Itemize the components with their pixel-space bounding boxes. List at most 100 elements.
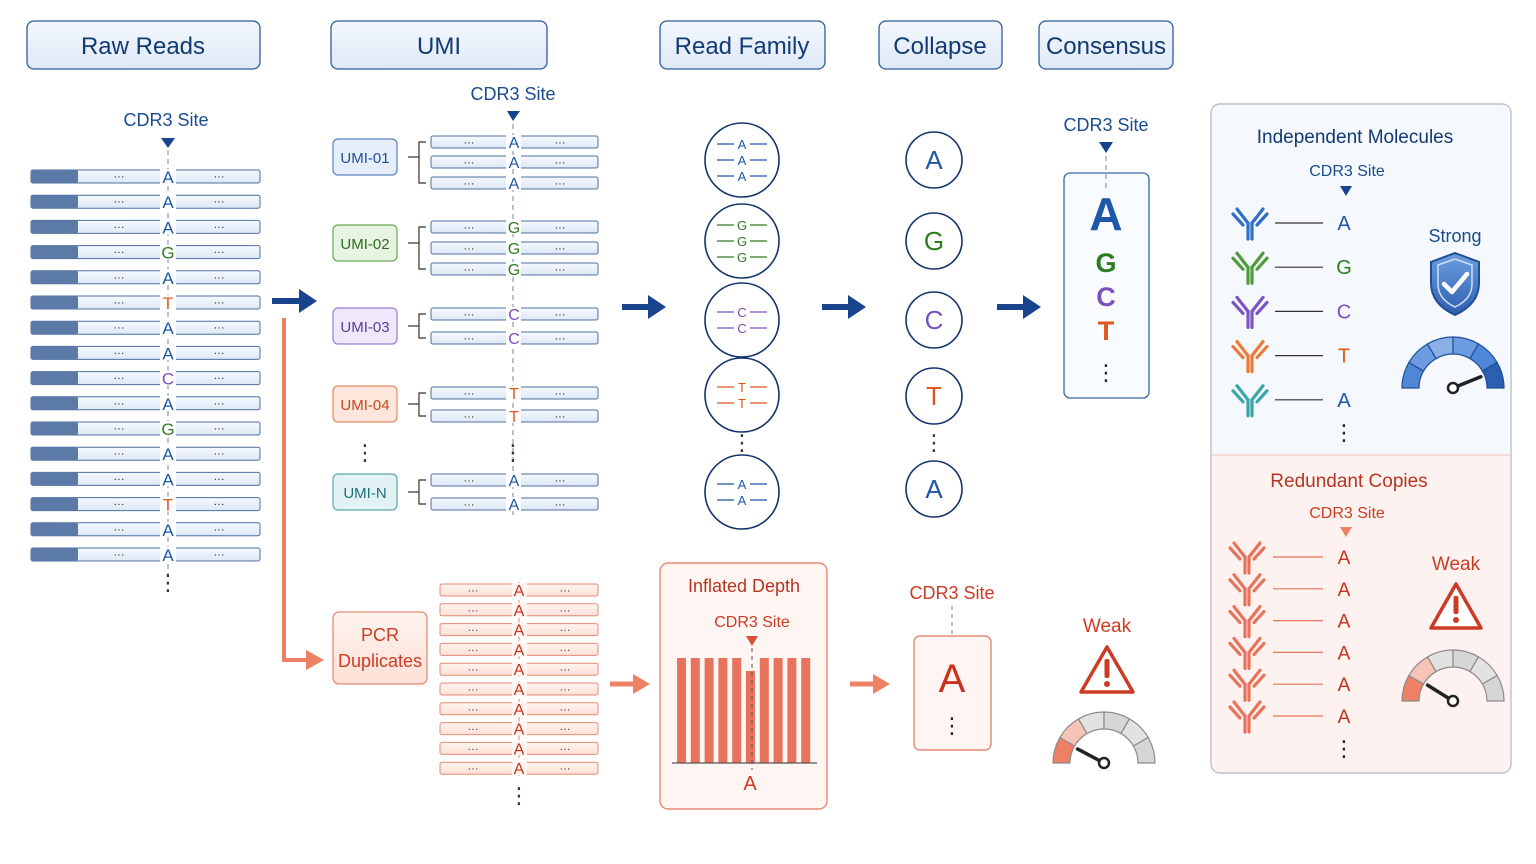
- cdr3-site-label: CDR3 Site: [1309, 163, 1385, 180]
- independent-molecule: C: [1231, 295, 1351, 329]
- umi-read: ······A: [430, 135, 599, 152]
- read-ellipsis: ···: [555, 388, 566, 400]
- umi-read-base: A: [509, 473, 520, 490]
- read-base: A: [162, 319, 174, 338]
- duplicate-read-base: A: [514, 682, 525, 699]
- more-collapsed-ellipsis: ⋮: [923, 430, 945, 455]
- cdr3-site-label: CDR3 Site: [123, 110, 208, 130]
- flow-arrow-to-pcr: [282, 318, 324, 670]
- umi-read-base: G: [508, 262, 520, 279]
- collapsed-molecule: G: [905, 212, 963, 270]
- antibody-icon: [1228, 668, 1266, 702]
- read-ellipsis: ···: [114, 448, 125, 460]
- read-ellipsis: ···: [114, 322, 125, 334]
- family-base: A: [738, 493, 747, 508]
- shield-check-icon: [1430, 251, 1480, 317]
- weak-gauge-icon: [1401, 649, 1505, 708]
- raw-read: ······A: [30, 193, 261, 212]
- consensus-base: C: [1096, 282, 1116, 312]
- read-ellipsis: ···: [468, 644, 479, 656]
- more-families-ellipsis: ⋮: [731, 430, 753, 455]
- read-ellipsis: ···: [464, 388, 475, 400]
- site-marker-icon: [746, 636, 758, 646]
- flow-arrow-to-family: [622, 295, 666, 319]
- pcr-consensus-base: A: [939, 657, 966, 701]
- read-base: T: [163, 294, 173, 313]
- read-ellipsis: ···: [560, 704, 571, 716]
- umi-read-base: T: [509, 386, 519, 403]
- duplicate-read: ······A: [439, 761, 599, 778]
- stage-headers: Raw Reads UMI Read Family Collapse Conse…: [26, 20, 1174, 70]
- umi-read: ······C: [430, 307, 599, 324]
- raw-read: ······A: [30, 470, 261, 489]
- duplicate-read: ······A: [439, 662, 599, 679]
- read-base: A: [162, 218, 174, 237]
- header-label: Read Family: [675, 33, 810, 60]
- molecule-base: G: [1336, 257, 1352, 279]
- depth-bar: [690, 658, 700, 763]
- duplicate-read: ······A: [439, 741, 599, 758]
- duplicate-read: ······A: [439, 583, 599, 600]
- header-collapse: Collapse: [878, 20, 1003, 70]
- depth-bar: [801, 658, 811, 763]
- family-base: C: [737, 305, 746, 320]
- header-label: Collapse: [893, 33, 986, 60]
- duplicate-read-base: A: [514, 741, 525, 758]
- independent-molecules-title: Independent Molecules: [1257, 127, 1453, 148]
- read-family: CC: [704, 282, 780, 358]
- antibody-icon: [1231, 295, 1269, 329]
- more-pcr-consensus-ellipsis: ⋮: [941, 713, 963, 738]
- read-ellipsis: ···: [560, 605, 571, 617]
- header-label: Raw Reads: [81, 33, 205, 60]
- raw-read: ······G: [30, 420, 261, 439]
- read-ellipsis: ···: [555, 137, 566, 149]
- umi-label: UMI-02: [340, 236, 389, 253]
- strong-label: Strong: [1428, 226, 1481, 246]
- consensus-box: [1063, 172, 1150, 399]
- pcr-duplicate-reads: ······A······A······A······A······A·····…: [439, 582, 599, 808]
- antibody-icon: [1228, 700, 1266, 734]
- read-ellipsis: ···: [560, 644, 571, 656]
- redundant-copy: A: [1228, 636, 1351, 670]
- umi-read-base: A: [509, 155, 520, 172]
- redundant-copies-title: Redundant Copies: [1270, 471, 1427, 492]
- duplicate-read-base: A: [514, 702, 525, 719]
- read-ellipsis: ···: [214, 398, 225, 410]
- molecule-base: C: [1337, 301, 1351, 323]
- read-ellipsis: ···: [114, 247, 125, 259]
- umi-read: ······G: [430, 262, 599, 279]
- read-ellipsis: ···: [560, 585, 571, 597]
- read-base: A: [162, 269, 174, 288]
- read-ellipsis: ···: [464, 309, 475, 321]
- umi-read-base: A: [509, 176, 520, 193]
- umi-read-base: G: [508, 241, 520, 258]
- read-ellipsis: ···: [468, 605, 479, 617]
- header-raw-reads: Raw Reads: [26, 20, 261, 70]
- flow-arrow-to-inflated: [610, 674, 650, 694]
- read-ellipsis: ···: [214, 473, 225, 485]
- read-ellipsis: ···: [114, 221, 125, 233]
- umi-read-base: A: [509, 497, 520, 514]
- duplicate-read: ······A: [439, 721, 599, 739]
- family-base: A: [738, 137, 747, 152]
- weak-label: Weak: [1083, 616, 1132, 637]
- inflated-base: A: [743, 773, 757, 795]
- umi-read: ······T: [430, 409, 599, 426]
- read-ellipsis: ···: [214, 272, 225, 284]
- consensus-column: CDR3 Site A G C T ⋮: [1063, 115, 1150, 399]
- more-molecules-ellipsis: ⋮: [1333, 420, 1355, 445]
- collapsed-base: A: [925, 145, 943, 175]
- read-ellipsis: ···: [114, 499, 125, 511]
- header-read-family: Read Family: [659, 20, 826, 70]
- read-base: A: [162, 395, 174, 414]
- read-base: G: [161, 420, 174, 439]
- pcr-label: Duplicates: [338, 651, 422, 671]
- header-umi: UMI: [330, 20, 548, 70]
- consensus-base: G: [1095, 248, 1116, 278]
- raw-read: ······G: [30, 244, 261, 263]
- collapsed-molecule: A: [905, 131, 963, 189]
- raw-read: ······A: [30, 344, 261, 363]
